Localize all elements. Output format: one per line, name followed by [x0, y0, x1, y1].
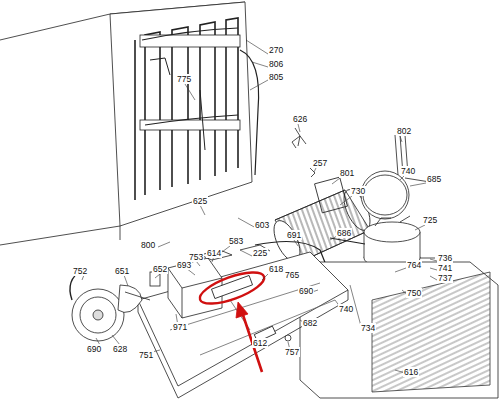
callout-number: 686 [336, 228, 352, 238]
callout-number: 693 [176, 260, 192, 270]
callout-number: 751 [138, 350, 154, 360]
callout-number: 270 [268, 45, 284, 55]
callout-number: 971 [172, 322, 188, 332]
callout-number: 628 [112, 344, 128, 354]
callout-number: 225 [252, 248, 268, 258]
callout-number: 651 [114, 266, 130, 276]
callout-number: 616 [403, 367, 419, 377]
callout-number: 737 [437, 273, 453, 283]
callout-number: 603 [254, 220, 270, 230]
callout-number: 614 [206, 248, 222, 258]
callout-number: 682 [302, 318, 318, 328]
condenser-coil [269, 186, 376, 265]
callout-number: 652 [152, 264, 168, 274]
callout-number: 757 [284, 347, 300, 357]
callout-number: 765 [284, 270, 300, 280]
callout-number: 736 [437, 253, 453, 263]
callout-number: 725 [422, 215, 438, 225]
callout-number: 764 [406, 260, 422, 270]
callout-number: 752 [72, 266, 88, 276]
fan-assembly [70, 270, 150, 341]
callout-number: 805 [268, 72, 284, 82]
back-panel [110, 2, 252, 226]
callout-number: 750 [406, 288, 422, 298]
callout-number: 741 [437, 263, 453, 273]
callout-number: 740 [338, 304, 354, 314]
callout-number: 618 [268, 264, 284, 274]
callout-number: 734 [360, 323, 376, 333]
callout-number: 730 [350, 186, 366, 196]
callout-number: 690 [298, 286, 314, 296]
callout-number: 801 [339, 168, 355, 178]
callout-number: 800 [140, 240, 156, 250]
callout-number: 806 [268, 59, 284, 69]
highlight-ring [196, 266, 267, 310]
callout-number: 685 [426, 174, 442, 184]
callout-number: 775 [176, 74, 192, 84]
callout-number: 583 [228, 236, 244, 246]
base-pan [138, 252, 348, 386]
callout-number: 740 [400, 166, 416, 176]
fan-blade [361, 171, 409, 219]
callout-number: 690 [86, 344, 102, 354]
callout-number: 691 [286, 230, 302, 240]
callout-number: 802 [396, 126, 412, 136]
callout-number: 612 [252, 338, 268, 348]
callout-number: 626 [292, 114, 308, 124]
callout-number: 257 [312, 158, 328, 168]
callout-number: 625 [192, 196, 208, 206]
